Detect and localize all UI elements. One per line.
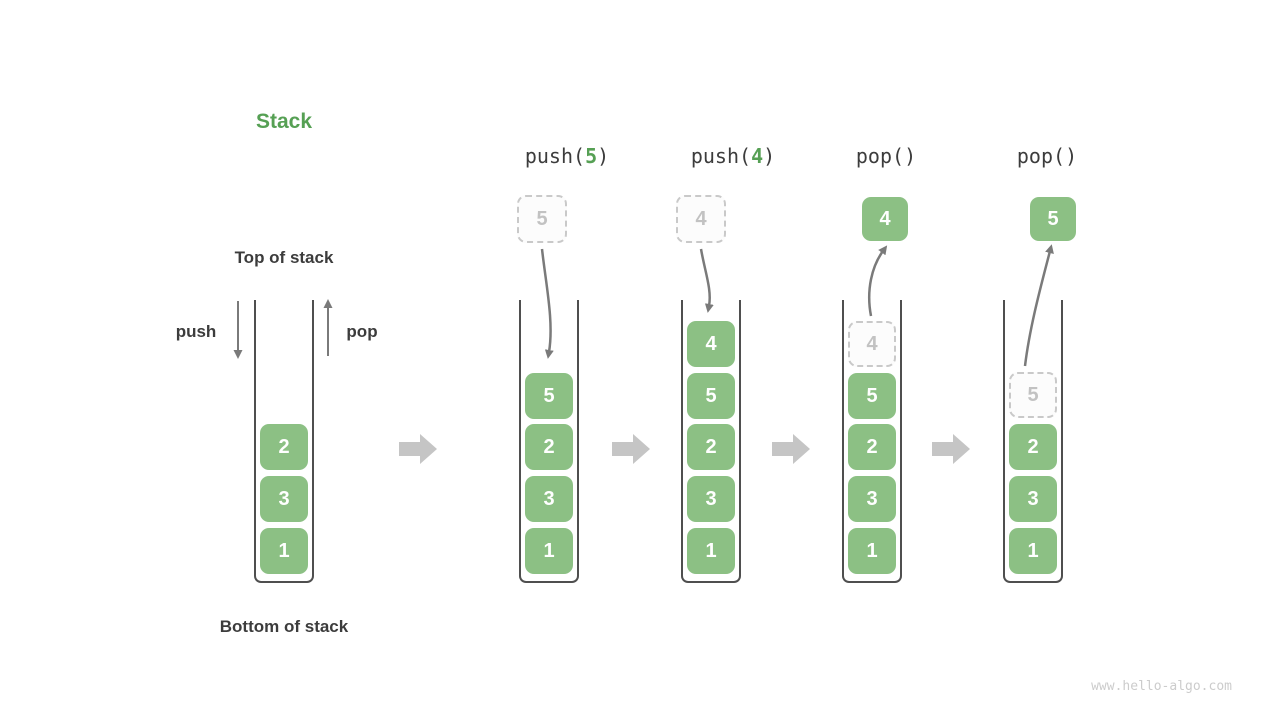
operation-call-label: pop() bbox=[856, 144, 916, 168]
stack-cell: 5 bbox=[525, 373, 573, 419]
stack-container-push4 bbox=[681, 300, 741, 583]
stack-container-push5 bbox=[519, 300, 579, 583]
incoming-value-box: 5 bbox=[517, 195, 567, 243]
call-text: ) bbox=[1065, 144, 1078, 168]
call-text: ) bbox=[904, 144, 917, 168]
step-arrow-icon bbox=[399, 434, 437, 464]
push-label: push bbox=[175, 322, 217, 341]
stack-cell: 5 bbox=[848, 373, 896, 419]
stack-container-pop2 bbox=[1003, 300, 1063, 583]
popped-value-box: 5 bbox=[1030, 197, 1076, 241]
stack-cell: 3 bbox=[525, 476, 573, 522]
operation-call-label: push(4) bbox=[691, 144, 775, 168]
stack-cell: 1 bbox=[848, 528, 896, 574]
stack-cell: 3 bbox=[687, 476, 735, 522]
step-arrow-icon bbox=[932, 434, 970, 464]
operation-call-label: push(5) bbox=[525, 144, 609, 168]
stack-cell: 3 bbox=[848, 476, 896, 522]
stack-cell: 1 bbox=[525, 528, 573, 574]
operation-call-label: pop() bbox=[1017, 144, 1077, 168]
stack-cell: 2 bbox=[687, 424, 735, 470]
pop-label: pop bbox=[346, 322, 378, 341]
call-arg: 4 bbox=[751, 144, 764, 168]
stack-cell: 3 bbox=[1009, 476, 1057, 522]
push-flow-arrow-icon bbox=[699, 248, 714, 313]
call-text: push( bbox=[690, 144, 752, 168]
stack-cell: 1 bbox=[1009, 528, 1057, 574]
diagram-title: Stack bbox=[255, 110, 313, 133]
call-text: pop( bbox=[1016, 144, 1066, 168]
watermark: www.hello-algo.com bbox=[1091, 679, 1232, 694]
step-arrow-icon bbox=[612, 434, 650, 464]
stack-container-pop1 bbox=[842, 300, 902, 583]
stack-cell: 4 bbox=[687, 321, 735, 367]
call-text: ) bbox=[763, 144, 776, 168]
call-text: push( bbox=[524, 144, 586, 168]
stack-cell: 2 bbox=[848, 424, 896, 470]
call-arg: 5 bbox=[585, 144, 598, 168]
call-text: ) bbox=[597, 144, 610, 168]
stack-container-initial bbox=[254, 300, 314, 583]
popped-slot: 5 bbox=[1009, 372, 1057, 418]
stack-cell: 5 bbox=[687, 373, 735, 419]
stack-cell: 2 bbox=[525, 424, 573, 470]
popped-slot: 4 bbox=[848, 321, 896, 367]
stack-cell: 3 bbox=[260, 476, 308, 522]
stack-cell: 2 bbox=[260, 424, 308, 470]
step-arrow-icon bbox=[772, 434, 810, 464]
incoming-value-box: 4 bbox=[676, 195, 726, 243]
call-text: pop( bbox=[855, 144, 905, 168]
popped-value-box: 4 bbox=[862, 197, 908, 241]
stack-cell: 1 bbox=[687, 528, 735, 574]
bottom-of-stack-label: Bottom of stack bbox=[219, 617, 349, 636]
top-of-stack-label: Top of stack bbox=[234, 248, 334, 267]
stack-cell: 2 bbox=[1009, 424, 1057, 470]
stack-cell: 1 bbox=[260, 528, 308, 574]
